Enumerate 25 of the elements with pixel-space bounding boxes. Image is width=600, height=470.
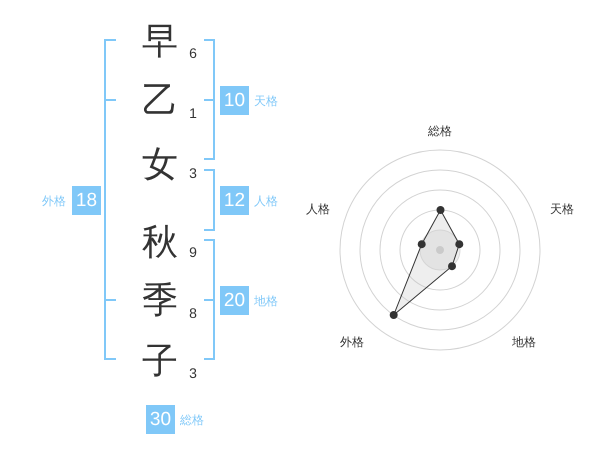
- axis-label: 総格: [428, 125, 452, 137]
- stroke-count: 9: [189, 245, 197, 259]
- name-character: 季: [142, 282, 178, 318]
- score-box: 12: [220, 186, 249, 215]
- grade-label: 天格: [254, 95, 278, 107]
- grade-label: 人格: [254, 195, 278, 207]
- stroke-count: 1: [189, 106, 197, 120]
- grade-label: 外格: [42, 195, 66, 207]
- stroke-count: 8: [189, 306, 197, 320]
- stroke-count: 3: [189, 166, 197, 180]
- grade-label: 地格: [254, 295, 278, 307]
- score-box: 10: [220, 86, 249, 115]
- name-character: 乙: [142, 82, 178, 118]
- score-box: 18: [72, 186, 101, 215]
- name-character: 秋: [142, 224, 178, 260]
- name-character: 女: [142, 146, 178, 182]
- axis-label: 人格: [306, 203, 330, 215]
- stroke-count: 3: [189, 366, 197, 380]
- score-box: 30: [146, 405, 175, 434]
- grade-label: 総格: [180, 414, 204, 426]
- axis-label: 天格: [550, 203, 574, 215]
- score-box: 20: [220, 286, 249, 315]
- name-character: 子: [142, 343, 178, 379]
- stroke-count: 6: [189, 46, 197, 60]
- name-character: 早: [142, 23, 178, 59]
